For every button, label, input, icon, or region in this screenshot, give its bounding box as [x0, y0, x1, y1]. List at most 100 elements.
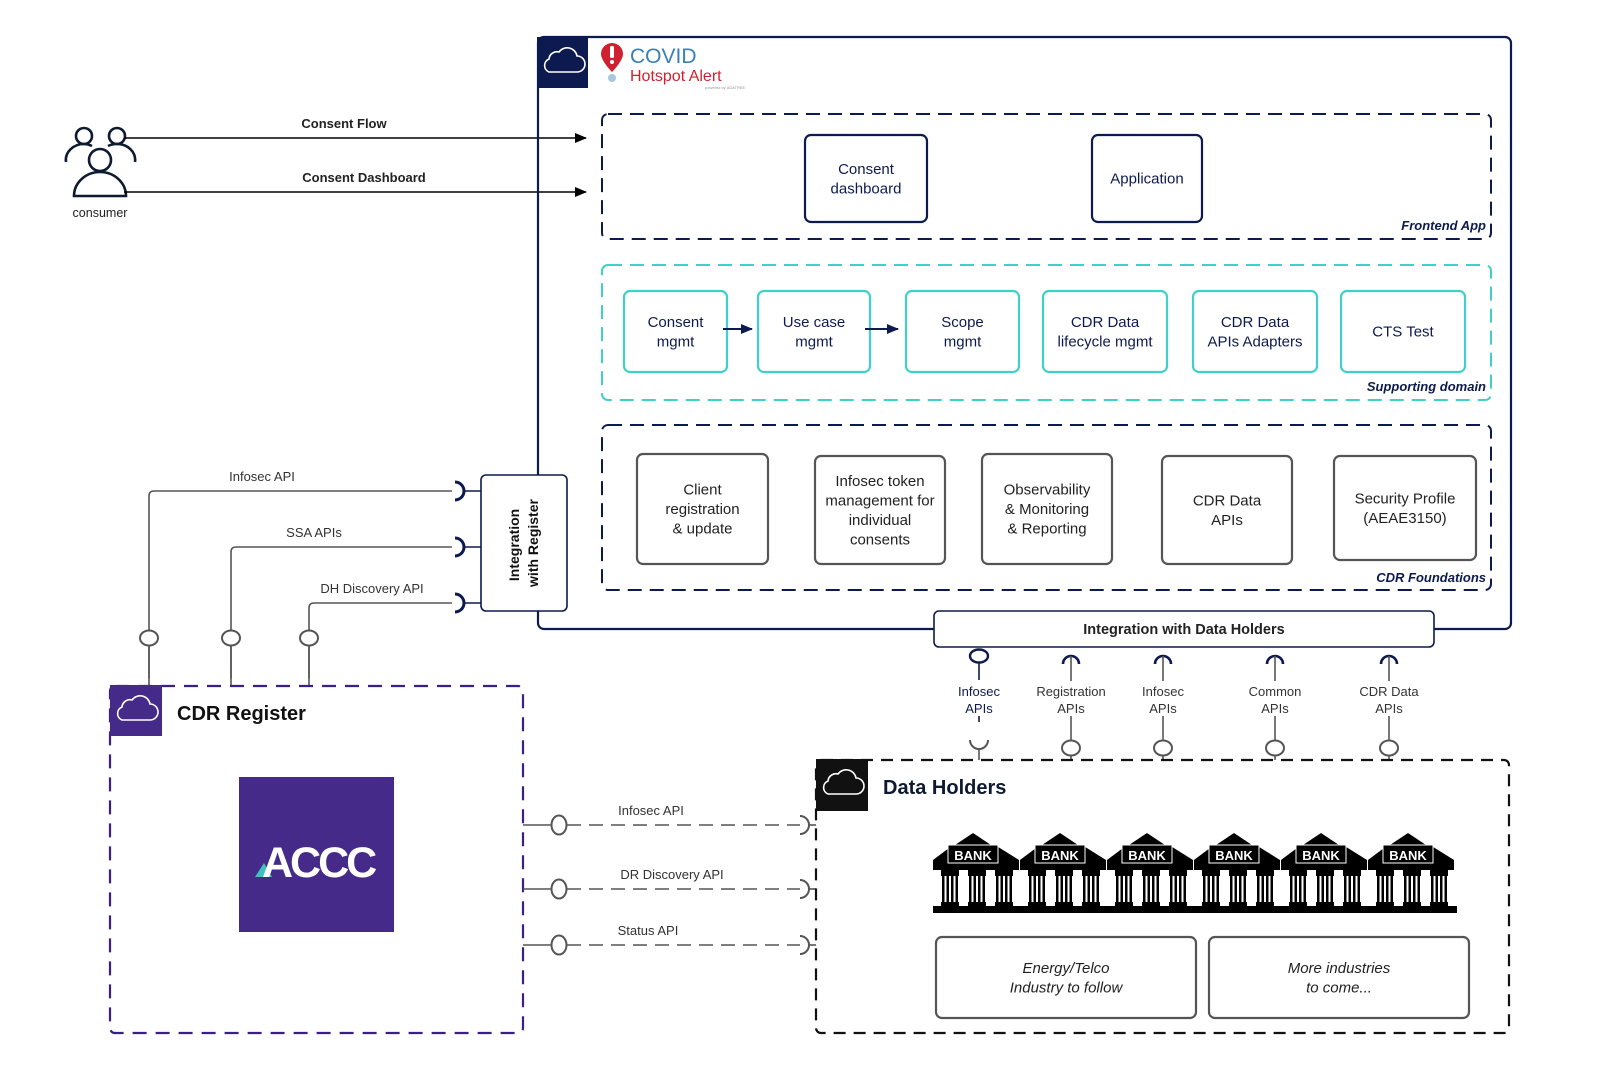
register-holder-api-label: Infosec API	[618, 803, 684, 818]
register-to-holder-api: Status API	[523, 923, 816, 956]
provided-interface-icon	[1265, 739, 1285, 757]
users-group-icon	[64, 126, 137, 198]
frontend-app-title: Frontend App	[1401, 218, 1486, 233]
application-box-label-line: Application	[1110, 171, 1183, 188]
bank-label: BANK	[954, 848, 992, 863]
required-interface-icon	[799, 815, 810, 835]
client-registration-box-label-line: registration	[665, 501, 739, 518]
frontend-app-group: Frontend App Consent dashboard Application	[601, 113, 1492, 240]
cdr-data-lifecycle-box-label-line: lifecycle mgmt	[1057, 333, 1153, 350]
register-to-holder-api: DR Discovery API	[523, 867, 816, 900]
use-case-mgmt-box-label-line: Use case	[783, 314, 846, 331]
required-interface-icon	[799, 935, 810, 955]
bank-label: BANK	[1041, 848, 1079, 863]
supporting-domain-group: Supporting domain Consent mgmt Use case mgm…	[601, 264, 1492, 401]
holder-api-label: CDR Data	[1359, 684, 1419, 699]
consent-mgmt-box: Consent mgmt	[622, 289, 729, 374]
holder-api-label: APIs	[1261, 701, 1289, 716]
observability-box-label-line: & Reporting	[1007, 521, 1086, 538]
use-case-mgmt-box-label-line: mgmt	[795, 333, 833, 350]
accc-logo: ACCC	[239, 777, 394, 932]
required-interface-icon	[799, 879, 810, 899]
client-registration-box-label-line: Client	[683, 482, 722, 499]
covid-hotspot-app-container: COVID Hotspot Alert powered by ADATREE F…	[536, 35, 1513, 631]
consent-dashboard-box-label-line: dashboard	[831, 180, 902, 197]
bank-label: BANK	[1128, 848, 1166, 863]
cdr-register-title: CDR Register	[177, 703, 306, 725]
register-to-holder-api: Infosec API	[523, 803, 816, 836]
required-interface-icon	[454, 536, 466, 558]
infosec-token-box-label-line: Infosec token	[835, 473, 924, 490]
bank-icon: BANK	[1194, 833, 1280, 907]
cts-test-box-label-line: CTS Test	[1372, 324, 1434, 341]
infosec-token-box-label-line: management for	[825, 492, 934, 509]
logo-line2: Hotspot Alert	[630, 68, 722, 85]
provided-interface-icon	[221, 629, 241, 647]
holder-api-label: APIs	[1375, 701, 1403, 716]
provided-interface-icon	[550, 934, 568, 956]
consent-dashboard-box-label-line: Consent	[838, 161, 895, 178]
infosec-token-box: Infosec token management for individual con…	[813, 454, 947, 566]
bank-label: BANK	[1215, 848, 1253, 863]
required-interface-icon	[969, 739, 989, 750]
location-pin-alert-icon	[601, 43, 623, 82]
client-registration-box-label-line: & update	[672, 521, 732, 538]
security-profile-box-label-line: (AEAE3150)	[1363, 510, 1446, 527]
provided-interface-icon	[299, 629, 319, 647]
cdr-data-apis-box-label-line: APIs	[1211, 512, 1243, 529]
register-api-connector: SSA APIs	[221, 525, 481, 686]
data-holders-title: Data Holders	[883, 777, 1006, 799]
use-case-mgmt-box: Use case mgmt	[756, 289, 872, 374]
energy-telco-box-label-line: Energy/Telco	[1023, 960, 1110, 977]
cdr-foundations-title: CDR Foundations	[1376, 570, 1486, 585]
consent-dashboard-label: Consent Dashboard	[302, 170, 426, 185]
more-industries-box-label-line: More industries	[1288, 960, 1391, 977]
scope-mgmt-box-label-line: mgmt	[944, 333, 982, 350]
provided-interface-icon	[550, 814, 568, 836]
cts-test-box: CTS Test	[1339, 289, 1467, 374]
consent-mgmt-box-label-line: mgmt	[657, 333, 695, 350]
register-api-label: DH Discovery API	[320, 581, 423, 596]
cdr-data-lifecycle-box-label-line: CDR Data	[1071, 314, 1140, 331]
svg-text:Integration with Registe: Integration with Register	[506, 498, 541, 587]
cdr-register-container: CDR Register ACCC	[108, 684, 525, 1035]
holder-api-label: APIs	[1149, 701, 1177, 716]
register-holder-api-label: Status API	[618, 923, 679, 938]
consent-mgmt-box-label-line: Consent	[648, 314, 705, 331]
energy-telco-box-label-line: Industry to follow	[1010, 979, 1124, 996]
cdr-data-apis-box-label-line: CDR Data	[1193, 492, 1262, 509]
infosec-token-box-label-line: consents	[850, 531, 910, 548]
register-api-connector: DH Discovery API	[299, 581, 481, 686]
bank-icon: BANK	[1107, 833, 1193, 907]
observability-box-label-line: Observability	[1004, 482, 1091, 499]
provided-interface-icon	[1379, 739, 1399, 757]
holder-api-label: Infosec	[958, 684, 1000, 699]
security-profile-box: Security Profile(AEAE3150)	[1332, 454, 1478, 562]
banks-base	[933, 906, 1457, 913]
consent-flow-label: Consent Flow	[301, 116, 387, 131]
supporting-domain-title: Supporting domain	[1367, 379, 1486, 394]
required-interface-icon	[454, 480, 466, 502]
provided-interface-icon	[550, 878, 568, 900]
consumer-actor: consumer	[64, 126, 137, 220]
holder-api-label: APIs	[1057, 701, 1085, 716]
logo-powered-by: powered by ADATREE	[705, 85, 745, 90]
cdr-foundations-group: CDR Foundations Client registration & upda…	[601, 424, 1492, 591]
cdr-data-adapters-box-label-line: CDR Data	[1221, 314, 1290, 331]
register-holder-api-label: DR Discovery API	[620, 867, 723, 882]
holder-api-label: Infosec	[1142, 684, 1184, 699]
consumer-label: consumer	[73, 206, 128, 220]
infosec-token-box-label-line: individual	[849, 512, 912, 529]
integration-with-data-holders: Integration with Data Holders	[933, 610, 1435, 648]
integration-with-register: Integration with Register	[480, 474, 568, 612]
more-industries-box-label-line: to come...	[1306, 979, 1372, 996]
